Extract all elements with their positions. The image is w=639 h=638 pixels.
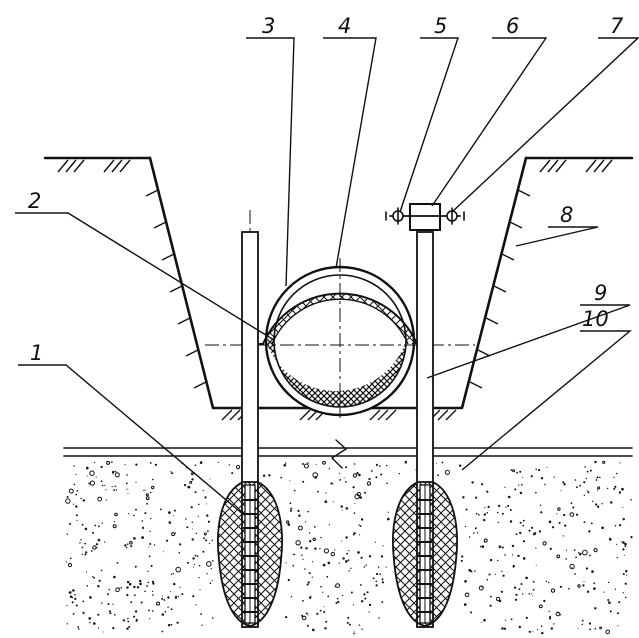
callout-6: 6 bbox=[506, 14, 519, 38]
ground-surface bbox=[43, 156, 634, 173]
callout-9: 9 bbox=[594, 281, 607, 305]
callout-labels: 1 2 3 4 5 6 7 8 9 10 bbox=[28, 14, 624, 365]
callout-5: 5 bbox=[434, 14, 447, 38]
callout-10: 10 bbox=[582, 307, 609, 331]
callout-2: 2 bbox=[28, 189, 41, 213]
callout-4: 4 bbox=[338, 14, 351, 38]
pipe bbox=[205, 258, 475, 418]
anchor-rod-right bbox=[385, 203, 465, 628]
callout-7: 7 bbox=[610, 14, 624, 38]
leader-lines bbox=[15, 37, 639, 516]
callout-3: 3 bbox=[262, 14, 275, 38]
soil-layer bbox=[63, 439, 633, 635]
callout-1: 1 bbox=[30, 341, 43, 365]
callout-8: 8 bbox=[560, 203, 573, 227]
anchor-rod-left bbox=[217, 210, 283, 628]
